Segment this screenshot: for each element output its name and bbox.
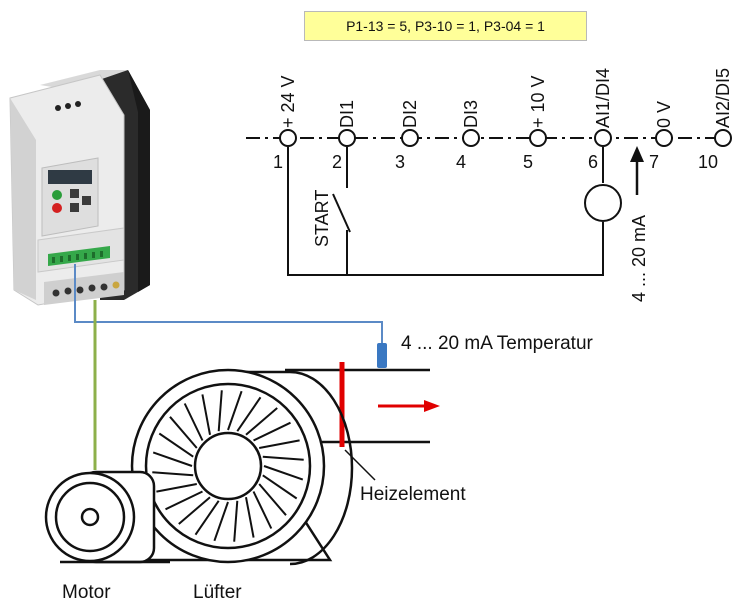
heater-label: Heizelement bbox=[360, 484, 466, 505]
fan-label: Lüfter bbox=[193, 582, 242, 603]
terminal-4-connector bbox=[462, 129, 480, 147]
frequency-inverter-icon bbox=[9, 70, 150, 306]
terminal-number: 7 bbox=[649, 152, 659, 172]
fan-blade bbox=[201, 394, 211, 435]
start-switch bbox=[332, 147, 351, 275]
fan-blade bbox=[245, 497, 255, 538]
fan-blade bbox=[165, 490, 203, 511]
fan-blade bbox=[262, 474, 298, 500]
sensor-label: 4 ... 20 mA Temperatur bbox=[401, 333, 594, 354]
terminal-name: AI2/DI5 bbox=[713, 68, 733, 128]
fan-blade bbox=[158, 432, 194, 458]
electric-motor-icon bbox=[44, 470, 170, 564]
terminal-number: 3 bbox=[395, 152, 405, 172]
current-range-label: 4 ... 20 mA bbox=[629, 215, 649, 302]
terminal-name: + 10 V bbox=[528, 75, 548, 128]
terminal-name: DI3 bbox=[461, 100, 481, 128]
fan-blade bbox=[263, 465, 304, 481]
terminal-name: AI1/DI4 bbox=[593, 68, 613, 128]
terminal-name: + 24 V bbox=[278, 75, 298, 128]
terminal-number: 4 bbox=[456, 152, 466, 172]
terminal-7-connector bbox=[655, 129, 673, 147]
sensor-cable bbox=[74, 264, 383, 345]
fan-blade bbox=[245, 407, 278, 436]
temperature-sensor bbox=[377, 343, 387, 368]
centrifugal-fan-icon bbox=[122, 368, 354, 566]
fan-blade bbox=[217, 390, 223, 432]
current-direction-arrow bbox=[630, 146, 644, 195]
fan-blade bbox=[183, 403, 204, 441]
fan-blade bbox=[262, 455, 304, 461]
motor-label: Motor bbox=[62, 582, 111, 603]
terminal-name: 0 V bbox=[654, 101, 674, 128]
terminal-number: 1 bbox=[273, 152, 283, 172]
terminal-name: DI2 bbox=[400, 100, 420, 128]
terminal-6-connector bbox=[594, 129, 612, 147]
control-wiring bbox=[287, 147, 604, 276]
terminal-number: 2 bbox=[332, 152, 342, 172]
fan-blade bbox=[259, 439, 300, 449]
terminal-10-connector bbox=[714, 129, 732, 147]
start-label: START bbox=[312, 190, 332, 247]
fan-blade bbox=[194, 500, 220, 536]
terminal-5-connector bbox=[529, 129, 547, 147]
terminal-3-connector bbox=[401, 129, 419, 147]
fan-blade bbox=[233, 500, 239, 542]
terminal-name: DI1 bbox=[337, 100, 357, 128]
heater-leader-line bbox=[344, 449, 376, 481]
terminal-2-connector bbox=[338, 129, 356, 147]
fan-blade bbox=[253, 421, 291, 442]
fan-blade bbox=[156, 483, 197, 493]
fan-blade bbox=[178, 496, 211, 525]
current-source-symbol bbox=[584, 184, 622, 222]
terminal-1-connector bbox=[279, 129, 297, 147]
fan-blade bbox=[258, 483, 287, 516]
fan-blade bbox=[152, 471, 194, 477]
fan-blade bbox=[152, 451, 193, 467]
parameter-settings-box: P1-13 = 5, P3-10 = 1, P3-04 = 1 bbox=[304, 11, 587, 41]
terminal-number: 10 bbox=[698, 152, 718, 172]
fan-blade bbox=[236, 396, 262, 432]
parameter-settings-text: P1-13 = 5, P3-10 = 1, P3-04 = 1 bbox=[346, 18, 545, 34]
fan-blade bbox=[213, 501, 229, 542]
fan-blade bbox=[227, 390, 243, 431]
fan-blade bbox=[252, 491, 273, 529]
terminal-number: 5 bbox=[523, 152, 533, 172]
terminal-number: 6 bbox=[588, 152, 598, 172]
airflow-arrow bbox=[378, 400, 440, 412]
fan-blade bbox=[169, 416, 198, 449]
